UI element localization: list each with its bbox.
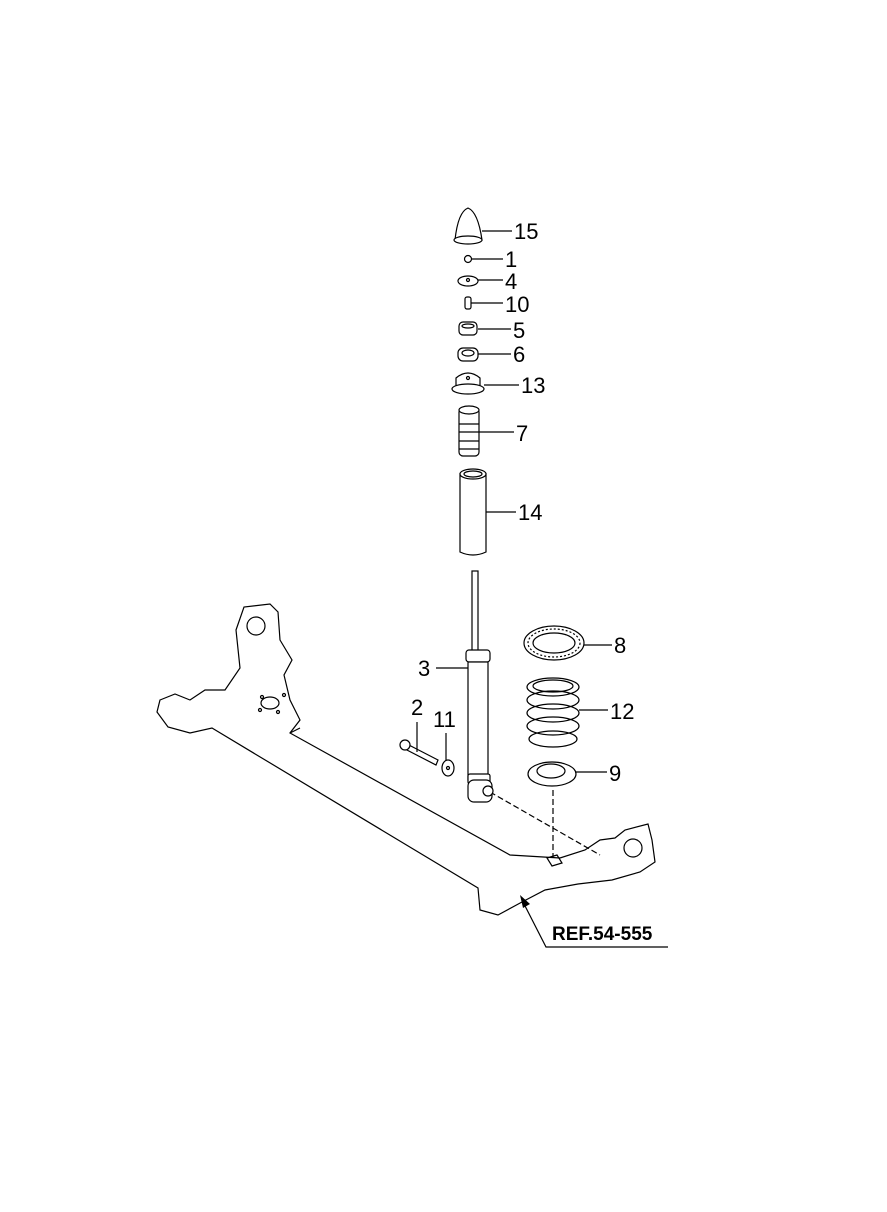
part-label-10[interactable]: 10 — [505, 292, 529, 317]
part-5-bushing — [458, 321, 478, 336]
part-4-washer — [457, 275, 479, 287]
part-15-cap — [453, 207, 483, 245]
part-label-12[interactable]: 12 — [610, 699, 634, 724]
leader-lines — [416, 230, 612, 773]
part-2-bolt — [399, 739, 439, 766]
alignment-line — [489, 791, 601, 856]
part-13-insulator — [451, 372, 485, 395]
part-11-washer — [441, 759, 455, 777]
part-10-sleeve — [464, 296, 472, 310]
part-9-spring-seat — [527, 761, 577, 787]
part-label-3[interactable]: 3 — [418, 656, 430, 681]
part-label-6[interactable]: 6 — [513, 342, 525, 367]
part-1-nut — [463, 254, 473, 264]
part-label-5[interactable]: 5 — [513, 318, 525, 343]
part-14-dust-cover — [459, 468, 487, 556]
part-6-bushing — [457, 347, 479, 362]
part-label-2[interactable]: 2 — [411, 695, 423, 720]
part-8-spring-pad — [523, 625, 585, 661]
part-label-14[interactable]: 14 — [518, 500, 542, 525]
part-3-shock-absorber — [465, 570, 494, 803]
part-label-8[interactable]: 8 — [614, 633, 626, 658]
part-label-1[interactable]: 1 — [505, 247, 517, 272]
reference-label[interactable]: REF.54-555 — [552, 924, 653, 945]
part-label-4[interactable]: 4 — [505, 269, 517, 294]
part-label-9[interactable]: 9 — [609, 761, 621, 786]
rear-axle-beam — [156, 603, 656, 916]
part-7-bump-stopper — [458, 405, 480, 457]
part-label-15[interactable]: 15 — [514, 219, 538, 244]
arrow-icon — [520, 895, 530, 908]
reference-callout — [520, 895, 668, 948]
part-12-coil-spring — [526, 677, 580, 748]
part-label-7[interactable]: 7 — [516, 421, 528, 446]
part-label-11[interactable]: 11 — [433, 707, 456, 732]
part-label-13[interactable]: 13 — [521, 373, 545, 398]
